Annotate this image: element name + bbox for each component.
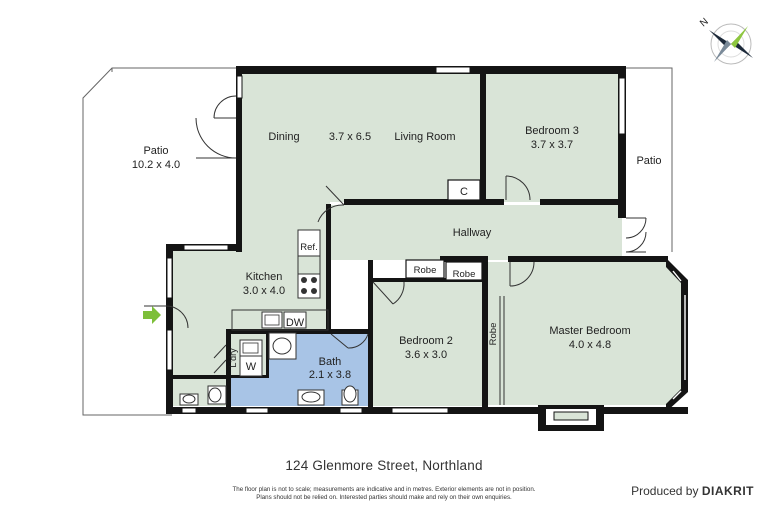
bedroom3-size: 3.7 x 3.7 — [531, 139, 573, 151]
bedroom3-label: Bedroom 3 — [525, 125, 579, 137]
laundry-fixtures — [239, 339, 263, 377]
disclaimer-line-1: The floor plan is not to scale; measurem… — [232, 486, 536, 493]
bath-label: Bath — [319, 356, 342, 368]
windows — [166, 66, 626, 414]
bath-fixtures — [268, 332, 359, 406]
closet-label: C — [460, 186, 468, 198]
robe-box-1 — [405, 259, 445, 279]
robe-label-1: Robe — [414, 265, 437, 276]
living-label: Living Room — [394, 131, 455, 143]
entry-arrow — [143, 306, 161, 324]
patio-west-label: Patio — [143, 145, 168, 157]
dishwasher-label: DW — [286, 317, 305, 329]
property-address: 124 Glenmore Street, Northland — [285, 458, 483, 473]
dining-label: Dining — [268, 131, 299, 143]
patio-outline-east — [626, 67, 673, 252]
washer-label: W — [246, 361, 257, 373]
living-dining-floor — [240, 72, 483, 202]
master-bedroom-floor — [486, 262, 684, 405]
cooktop — [297, 273, 321, 299]
doors — [144, 95, 647, 374]
robe-box-2 — [445, 261, 483, 281]
compass-icon — [709, 23, 753, 65]
ensuite-fixtures — [179, 385, 227, 406]
producer-credit: Produced by DIAKRIT — [631, 484, 754, 498]
robe-label-2: Robe — [453, 269, 476, 280]
bedroom2-label: Bedroom 2 — [399, 335, 453, 347]
patio-west-size: 10.2 x 4.0 — [132, 159, 180, 171]
master-bay-glazing — [672, 270, 686, 400]
master-bedroom-label: Master Bedroom — [549, 325, 630, 337]
living-size: 3.7 x 6.5 — [329, 131, 371, 143]
master-bay-window — [666, 258, 688, 412]
disclaimer-line-2: Plans should not be relied on. Intereste… — [256, 494, 512, 501]
hallway-floor — [326, 205, 622, 260]
bedroom3-floor — [486, 72, 622, 202]
robe-lines — [499, 296, 505, 405]
kitchen-sink — [261, 311, 283, 329]
bath-size: 2.1 x 3.8 — [309, 369, 351, 381]
fireplace — [538, 405, 604, 431]
robe-label-3: Robe — [488, 323, 499, 346]
credit-prefix: Produced by — [631, 484, 699, 498]
compass-letter: N — [698, 16, 711, 29]
credit-brand: DIAKRIT — [701, 484, 754, 498]
dishwasher — [283, 311, 307, 329]
patio-east-label: Patio — [636, 155, 661, 167]
ref-label: Ref. — [300, 242, 317, 253]
patio-outline-west — [82, 67, 236, 416]
disclaimer: The floor plan is not to scale; measurem… — [0, 486, 768, 502]
laundry-label: L'dry — [228, 348, 238, 368]
hallway-label: Hallway — [453, 227, 492, 239]
kitchen-label: Kitchen — [246, 271, 283, 283]
kitchen-size: 3.0 x 4.0 — [243, 285, 285, 297]
bedroom2-size: 3.6 x 3.0 — [405, 349, 447, 361]
bedroom2-floor — [372, 282, 482, 406]
master-bedroom-size: 4.0 x 4.8 — [569, 339, 611, 351]
closet-box — [447, 179, 481, 201]
bench — [231, 255, 329, 331]
